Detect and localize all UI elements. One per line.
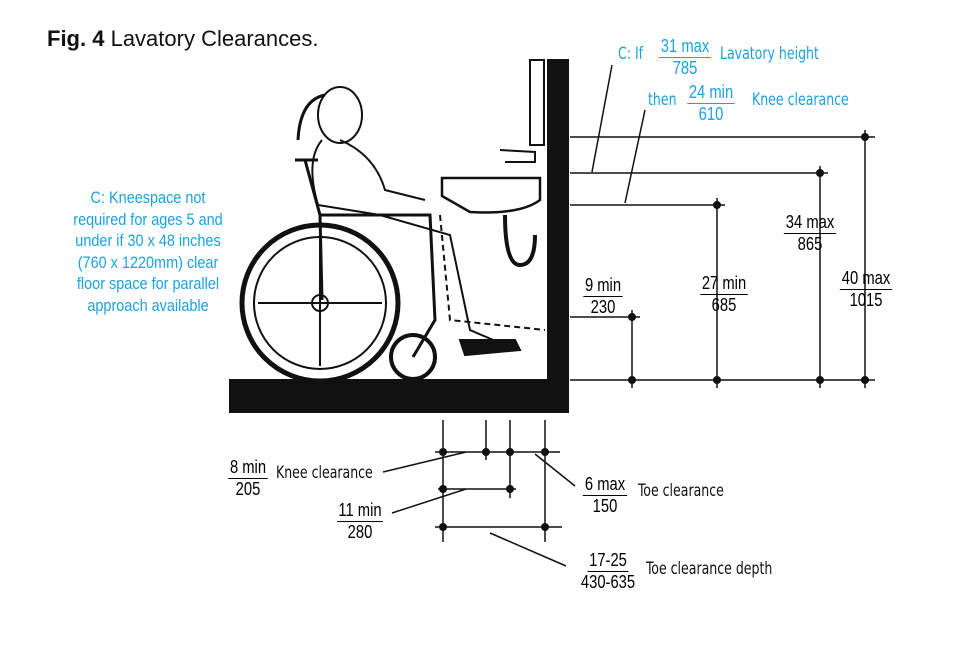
child-knee-label: Knee clearance	[752, 90, 849, 110]
head	[317, 86, 363, 144]
child-lav-prefix: C: If	[618, 44, 644, 64]
caster-wheel	[389, 333, 437, 381]
child-lav-then: then	[648, 90, 677, 110]
wall	[547, 59, 569, 413]
floor	[229, 379, 569, 413]
lavatory	[440, 176, 542, 214]
figure-title: Fig. 4 Lavatory Clearances.	[47, 26, 318, 52]
figure-title-text: Lavatory Clearances.	[110, 26, 319, 51]
figure-number: Fig. 4	[47, 26, 105, 51]
dim-17-25-label: Toe clearance depth	[646, 559, 773, 579]
dim-6-label: Toe clearance	[638, 481, 724, 501]
child-lav-height-label: Lavatory height	[720, 44, 819, 64]
kneespace-note: C: Kneespace not required for ages 5 and…	[73, 188, 223, 315]
mirror	[529, 59, 545, 146]
dim-8-label: Knee clearance	[276, 463, 373, 483]
